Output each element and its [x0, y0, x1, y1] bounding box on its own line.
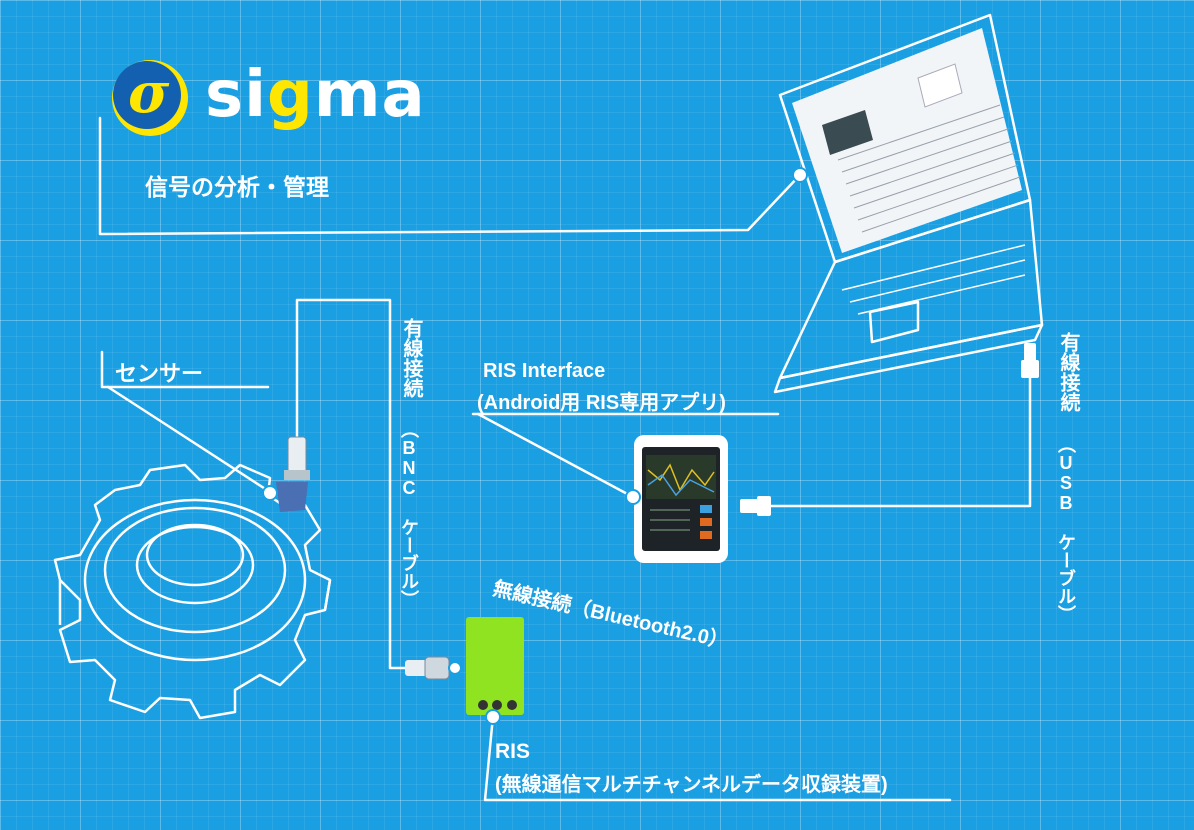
ris-interface-subtitle: (Android用 RIS専用アプリ) — [477, 392, 726, 414]
ris-subtitle: (無線通信マルチチャンネルデータ収録装置) — [495, 774, 888, 796]
sigma-symbol: σ — [128, 60, 170, 126]
ris-title: RIS — [495, 740, 531, 763]
wired-usb-label-1: 有線接続 — [1057, 332, 1079, 412]
wired-usb-label-2: （USB ケーブル） — [1056, 435, 1076, 623]
sigma-logo-icon — [112, 60, 188, 136]
ris-interface-title: RIS Interface — [483, 360, 606, 382]
analysis-label: 信号の分析・管理 — [145, 174, 329, 200]
wired-bnc-label-1: 有線接続 — [400, 318, 422, 398]
sensor-label: センサー — [115, 361, 204, 386]
wired-bnc-label-2: （BNC ケーブル） — [399, 420, 419, 608]
brand-name: sigma — [205, 58, 426, 132]
